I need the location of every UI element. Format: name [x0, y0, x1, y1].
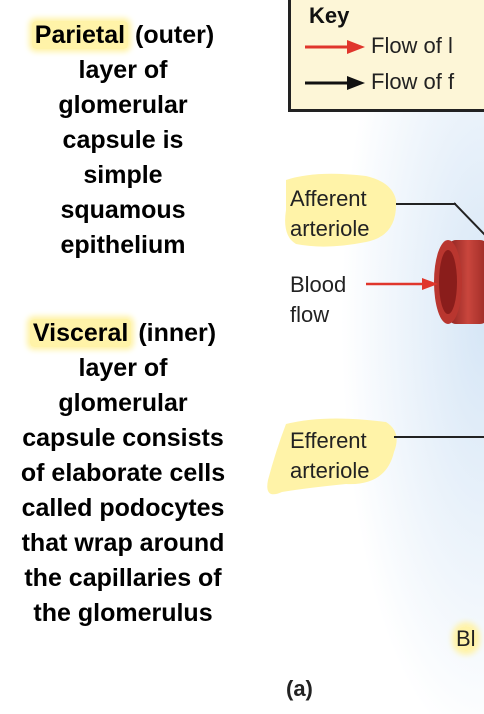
- figure-background: [246, 0, 484, 714]
- visceral-line-9: the glomerulus: [33, 599, 213, 627]
- visceral-line-3: glomerular: [58, 389, 188, 417]
- visceral-line-1-rest: (inner): [131, 319, 217, 347]
- visceral-highlight: Visceral: [29, 319, 132, 347]
- parietal-line-5: simple: [83, 161, 163, 189]
- key-row-2: Flow of f: [305, 69, 454, 95]
- afferent-highlight-blob: [285, 173, 397, 247]
- visceral-line-2: layer of: [78, 354, 168, 382]
- blood-flow-arrow-icon: [366, 278, 438, 290]
- efferent-arteriole-label: Efferent arteriole: [290, 426, 369, 486]
- blood-flow-label: Blood flow: [290, 270, 346, 330]
- key-row-2-label: Flow of f: [371, 69, 455, 94]
- parietal-description: Parietal (outer) layer of glomerular cap…: [0, 18, 246, 263]
- parietal-line-4: capsule is: [62, 126, 184, 154]
- afferent-leader-line: [396, 203, 456, 205]
- key-legend: Key Flow of l Flow of f: [288, 0, 484, 112]
- visceral-line-8: the capillaries of: [24, 564, 222, 592]
- truncated-bl-label: Bl: [456, 624, 476, 654]
- afferent-label-line-1: Afferent: [290, 186, 367, 211]
- kidney-figure: Key Flow of l Flow of f Afferent arterio…: [246, 0, 484, 714]
- tissue-glow: [246, 0, 484, 714]
- key-row-1: Flow of l: [305, 33, 453, 59]
- afferent-arteriole-label: Afferent arteriole: [290, 184, 369, 244]
- parietal-line-7: epithelium: [60, 231, 186, 259]
- red-arrow-icon: [305, 40, 365, 55]
- visceral-line-5: of elaborate cells: [20, 459, 226, 487]
- visceral-description: Visceral (inner) layer of glomerular cap…: [0, 316, 246, 631]
- parietal-line-3: glomerular: [58, 91, 188, 119]
- visceral-line-1: Visceral (inner): [0, 316, 246, 351]
- parietal-line-1-rest: (outer): [128, 21, 215, 49]
- afferent-label-line-2: arteriole: [290, 216, 370, 241]
- efferent-leader-line: [394, 436, 484, 438]
- parietal-line-6: squamous: [60, 196, 186, 224]
- panel-label-a: (a): [286, 676, 313, 701]
- blood-flow-line-1: Blood: [290, 272, 347, 297]
- blood-flow-line-2: flow: [290, 302, 330, 327]
- parietal-line-1: Parietal (outer): [0, 18, 246, 53]
- afferent-vessel: [434, 240, 484, 324]
- efferent-label-line-2: arteriole: [290, 458, 370, 483]
- black-arrow-icon: [305, 76, 365, 91]
- efferent-label-line-1: Efferent: [290, 428, 367, 453]
- key-row-1-label: Flow of l: [371, 33, 453, 58]
- efferent-highlight-blob: [267, 418, 397, 495]
- afferent-leader-diagonal: [454, 202, 484, 236]
- key-title: Key: [309, 3, 350, 28]
- visceral-line-4: capsule consists: [22, 424, 224, 452]
- visceral-line-7: that wrap around: [21, 529, 225, 557]
- parietal-highlight: Parietal: [31, 21, 129, 49]
- visceral-line-6: called podocytes: [21, 494, 225, 522]
- bl-text: Bl: [456, 626, 476, 651]
- parietal-line-2: layer of: [78, 56, 168, 84]
